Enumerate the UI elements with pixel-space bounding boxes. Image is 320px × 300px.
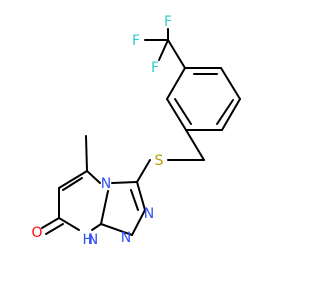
- atom-nh: N: [88, 232, 98, 248]
- bond-benzene-3: [221, 98, 241, 131]
- bond-c7-nh: [58, 217, 80, 231]
- atom-f-mid: F: [151, 60, 159, 76]
- bond-n1-c8a: [100, 223, 133, 236]
- bond-c-f-mid: [158, 39, 169, 61]
- atom-f-top: F: [164, 14, 172, 30]
- bond-benzene-5-inner: [174, 98, 192, 125]
- atom-n-bridge: N: [101, 176, 111, 192]
- bond-c3-n2: [136, 181, 146, 211]
- bonds: [41, 28, 241, 236]
- atom-s: S: [155, 153, 164, 169]
- molecule-structure-diagram: F F F S N N N N H O: [31, 14, 241, 248]
- bond-c7-o-double: [45, 223, 64, 235]
- bond-benzene-6: [166, 67, 186, 100]
- bond-c5-methyl: [85, 135, 88, 172]
- bond-c3-nbridge: [111, 181, 138, 184]
- bond-c8a-nbridge: [100, 190, 109, 225]
- bond-benzene-3-inner: [216, 99, 234, 125]
- atom-labels: F F F S N N N N H O: [31, 14, 172, 248]
- bond-c3-n2-inner: [130, 189, 139, 211]
- bond-c5-c6: [58, 170, 88, 189]
- atom-o: O: [31, 225, 42, 241]
- atom-h: H: [82, 232, 93, 248]
- atom-n-ring1: N: [121, 230, 131, 246]
- bond-n2-n1: [131, 209, 146, 236]
- bond-c5-c6-inner: [62, 177, 83, 191]
- bond-ring-ch2: [185, 129, 205, 161]
- bond-s-c3: [136, 159, 151, 183]
- bond-c7-o: [41, 217, 60, 229]
- bond-nbridge-c5: [86, 170, 101, 184]
- bond-benzene-5: [166, 98, 187, 131]
- atom-f-left: F: [132, 33, 140, 49]
- bond-benzene-2: [220, 67, 241, 100]
- atom-n-ring2: N: [144, 206, 154, 222]
- bond-cf3-ring: [167, 39, 186, 69]
- bond-nh-c8a: [91, 223, 102, 231]
